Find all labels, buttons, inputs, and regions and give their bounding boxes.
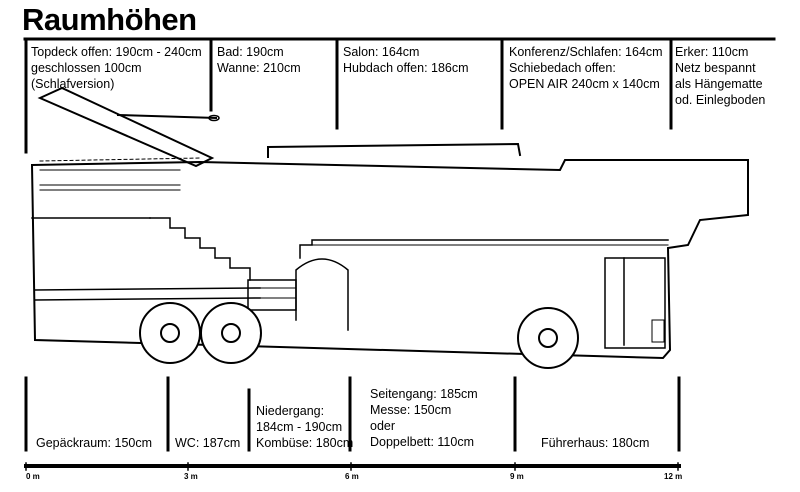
salon-lift-roof [266, 142, 522, 158]
scale-tick-3: 3 m [184, 472, 198, 481]
wheels [139, 302, 579, 369]
label-konferenz: Konferenz/Schlafen: 164cm Schiebedach of… [509, 45, 663, 91]
front-door [604, 257, 666, 349]
scale-tick-6: 6 m [345, 472, 359, 481]
label-bad: Bad: 190cm Wanne: 210cm [217, 45, 301, 75]
label-topdeck: Topdeck offen: 190cm - 240cm geschlossen… [31, 45, 202, 91]
label-fuehrerhaus: Führerhaus: 180cm [541, 436, 650, 450]
bus-outline [30, 159, 749, 360]
wc-pod [295, 258, 349, 331]
page-title: Raumhöhen [22, 2, 197, 37]
label-niedergang: Niedergang: 184cm - 190cm Kombüse: 180cm [256, 404, 354, 450]
scale-tick-0: 0 m [26, 472, 40, 481]
label-salon: Salon: 164cm Hubdach offen: 186cm [343, 45, 469, 75]
label-gepaeckraum: Gepäckraum: 150cm [36, 436, 153, 450]
scale-tick-9: 9 m [510, 472, 524, 481]
topdeck-lid [37, 86, 215, 168]
scale-tick-12: 12 m [664, 472, 683, 481]
label-erker: Erker: 110cm Netz bespannt als Hängematt… [675, 45, 766, 107]
label-wc: WC: 187cm [175, 436, 241, 450]
label-seitengang: Seitengang: 185cm Messe: 150cm oder Dopp… [370, 387, 478, 449]
scale-bar [24, 462, 681, 471]
stairs [149, 217, 251, 281]
